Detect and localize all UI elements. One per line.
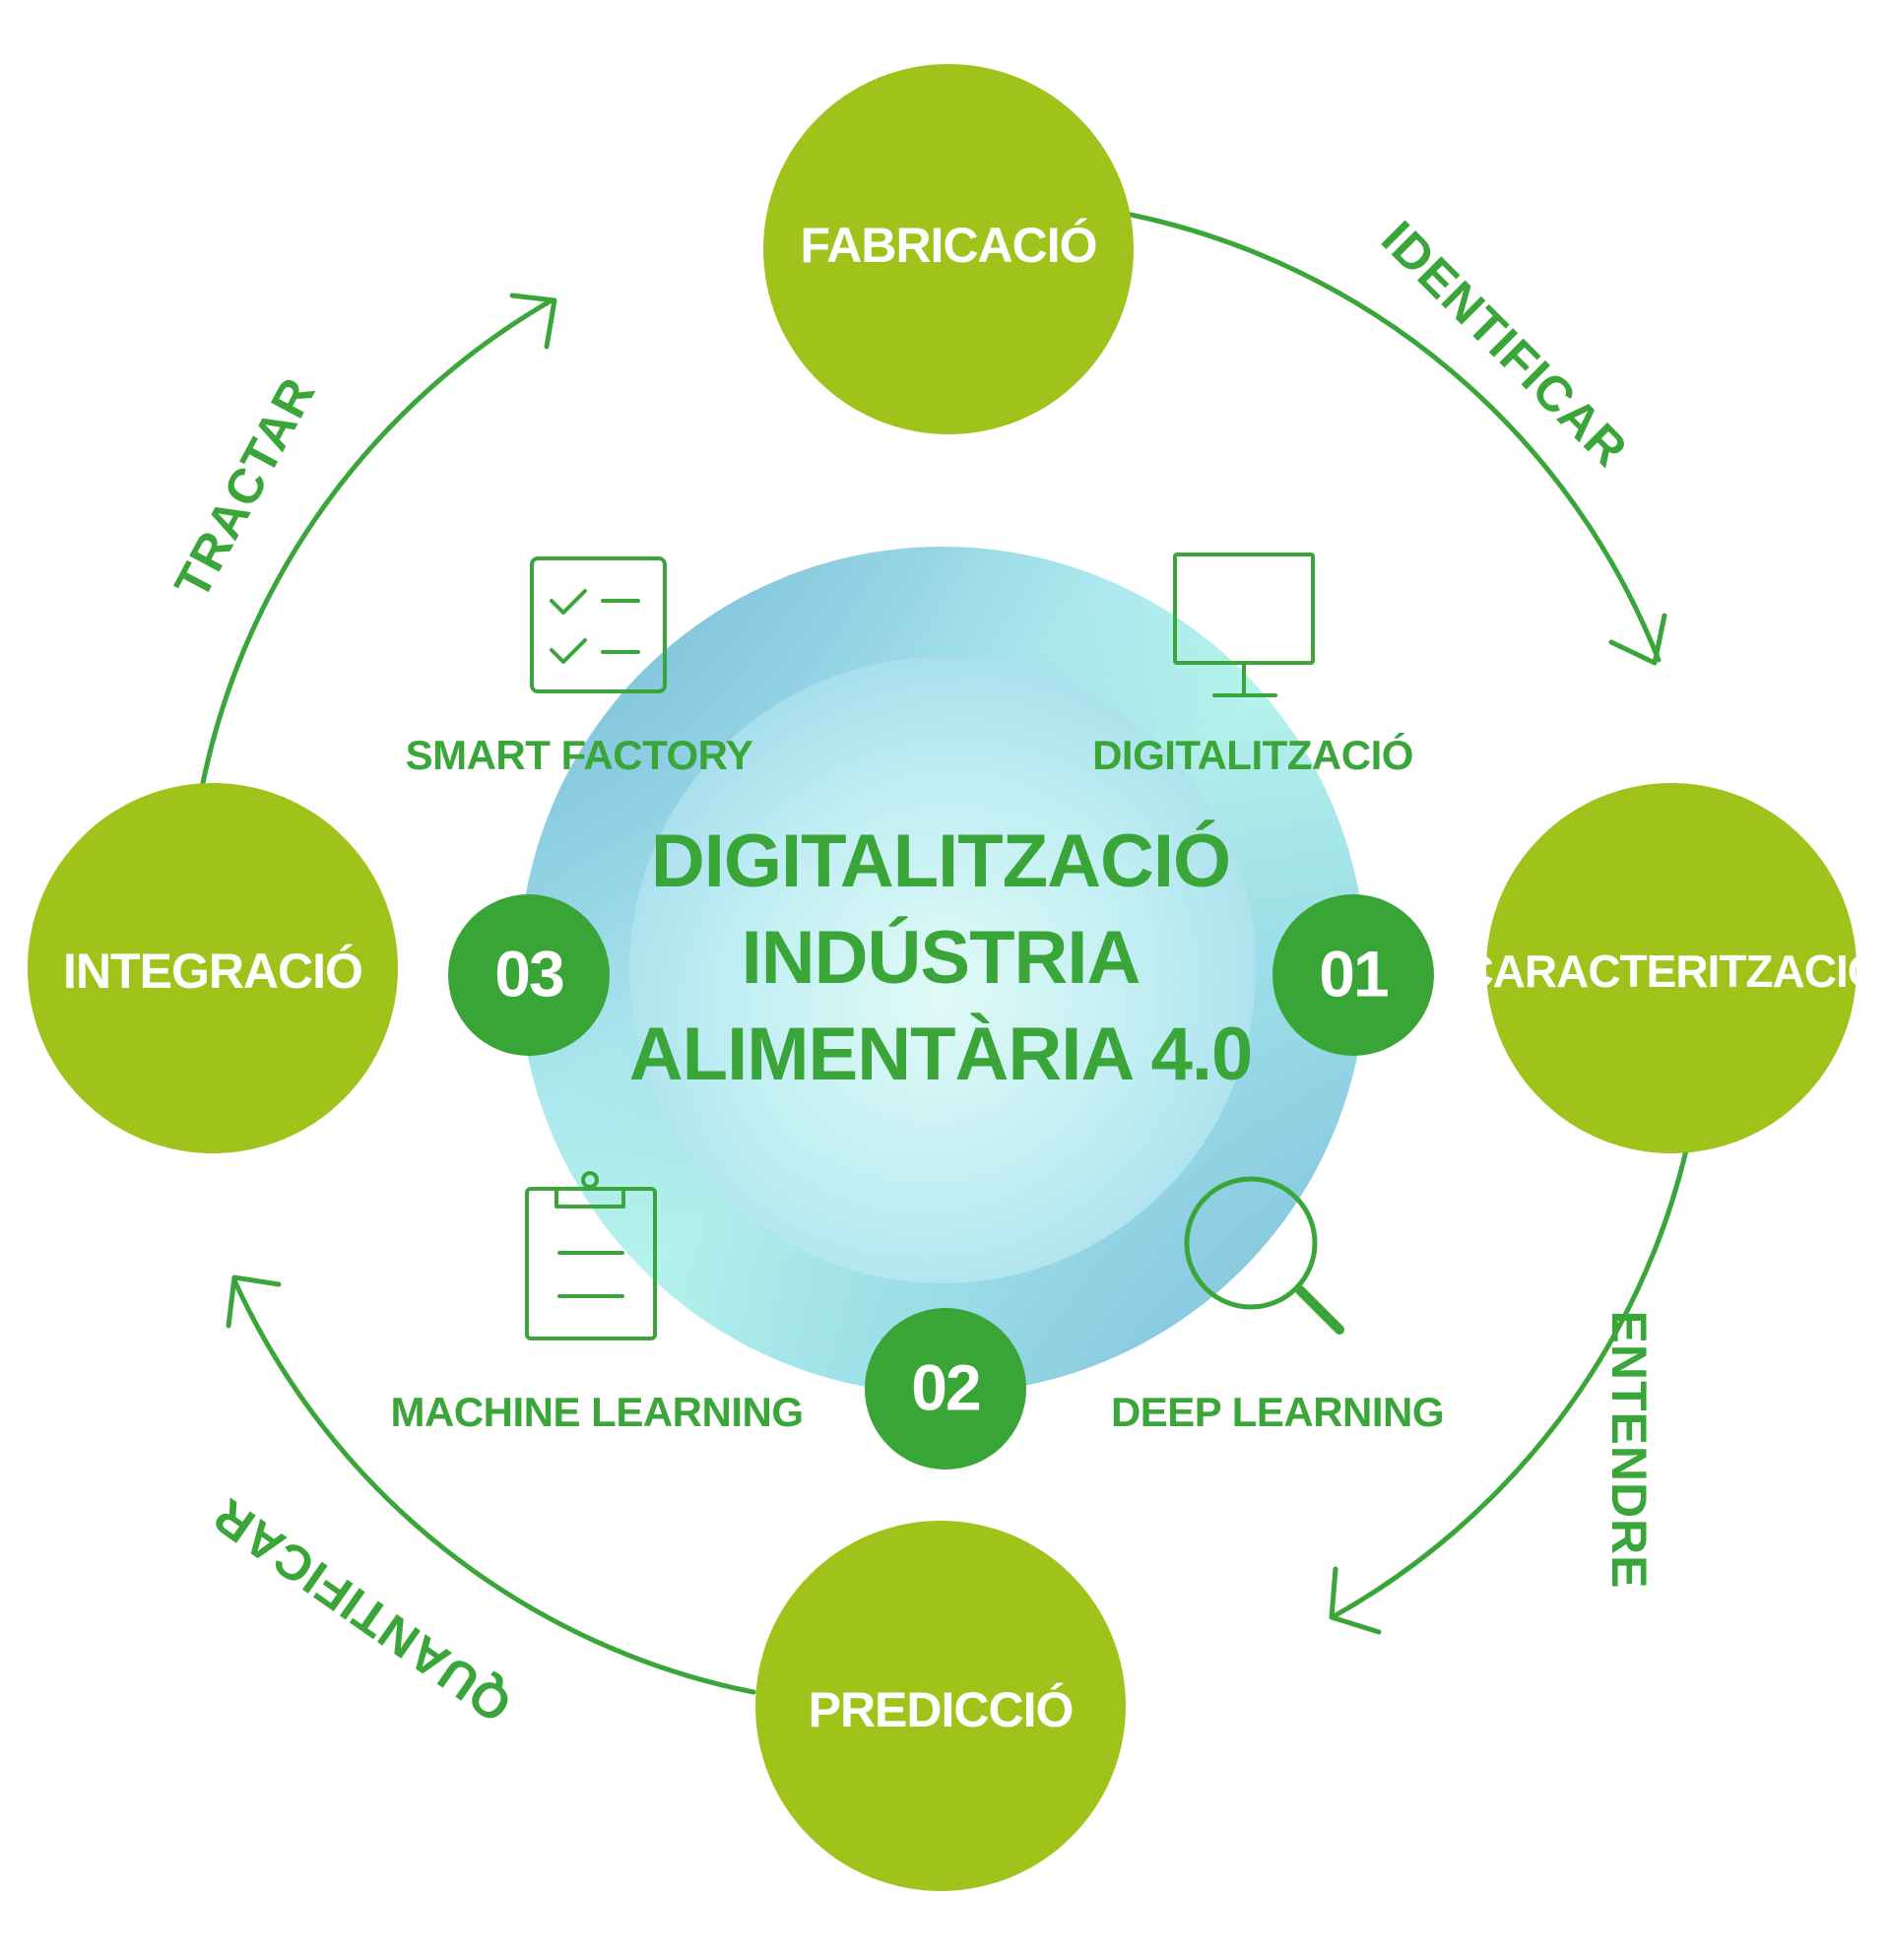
center-title-line3: ALIMENTÀRIA 4.0 — [629, 1013, 1252, 1096]
tech-deep-learning-label: DEEP LEARNING — [1111, 1389, 1444, 1435]
node-caracteritzacio-label: CARACTERITZACIÓ — [1461, 946, 1881, 997]
node-prediccio: PREDICCIÓ — [755, 1521, 1126, 1891]
center-title-line1: DIGITALITZACIÓ — [651, 819, 1230, 903]
center-title-line2: INDÚSTRIA — [742, 916, 1141, 1000]
verb-entendre: ENTENDRE — [1601, 1310, 1657, 1589]
arrow-head-entendre — [1329, 1566, 1382, 1635]
node-fabricacio: FABRICACIÓ — [763, 64, 1134, 434]
badge-01: 01 — [1272, 894, 1434, 1056]
arc-quantificar — [231, 1277, 756, 1695]
node-prediccio-label: PREDICCIÓ — [809, 1682, 1074, 1737]
tech-digitalitzacio-label: DIGITALITZACIÓ — [1092, 731, 1413, 778]
verb-identificar: IDENTIFICAR — [1371, 211, 1638, 478]
arc-entendre — [1333, 1147, 1689, 1618]
monitor-icon — [1173, 553, 1315, 697]
node-integracio-label: INTEGRACIÓ — [63, 944, 362, 999]
arrow-head-identificar — [1608, 613, 1667, 666]
tech-smart-factory-label: SMART FACTORY — [406, 732, 753, 778]
node-integracio: INTEGRACIÓ — [28, 783, 398, 1153]
arrow-head-tractar — [509, 293, 557, 350]
arc-identificar — [1128, 212, 1662, 663]
node-caracteritzacio: CARACTERITZACIÓ — [1461, 783, 1883, 1153]
verb-tractar: TRACTAR — [163, 368, 325, 608]
badge-02: 02 — [865, 1308, 1026, 1470]
badge-02-label: 02 — [911, 1350, 980, 1423]
badge-03-label: 03 — [494, 937, 563, 1010]
verb-quantificar: QUANTIFICAR — [203, 1487, 521, 1733]
checklist-icon — [530, 556, 667, 693]
arc-tractar — [200, 297, 554, 786]
badge-01-label: 01 — [1319, 937, 1388, 1010]
badge-03: 03 — [448, 894, 610, 1056]
arrow-heads — [226, 293, 1667, 1635]
clipboard-icon — [525, 1171, 657, 1340]
cycle-arcs — [200, 212, 1689, 1695]
magnifier-icon — [1184, 1176, 1344, 1335]
tech-machine-learning-label: MACHINE LEARNING — [391, 1389, 804, 1435]
node-fabricacio-label: FABRICACIÓ — [800, 218, 1096, 273]
center-title: DIGITALITZACIÓ INDÚSTRIA ALIMENTÀRIA 4.0 — [629, 819, 1253, 1096]
arrow-head-quantificar — [226, 1274, 282, 1329]
center-disc — [519, 547, 1366, 1394]
